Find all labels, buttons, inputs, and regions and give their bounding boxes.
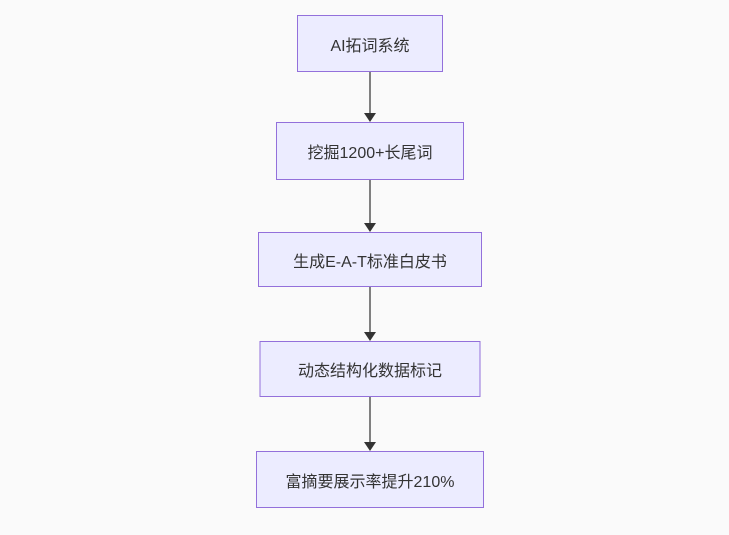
arrow-down-icon bbox=[364, 287, 376, 341]
flow-node-label: 生成E-A-T标准白皮书 bbox=[293, 253, 447, 271]
flow-node-label: 挖掘1200+长尾词 bbox=[307, 145, 433, 162]
arrow-line bbox=[369, 180, 371, 223]
arrow-down-icon bbox=[364, 397, 376, 451]
flow-node-eat-whitepaper: 生成E-A-T标准白皮书 bbox=[258, 232, 482, 287]
arrowhead-icon bbox=[364, 332, 376, 341]
flow-node-label: 动态结构化数据标记 bbox=[297, 363, 442, 380]
flow-node-structured-data-markup: 动态结构化数据标记 bbox=[259, 341, 481, 397]
arrow-line bbox=[369, 287, 371, 332]
arrowhead-icon bbox=[364, 442, 376, 451]
flow-node-rich-snippet-result: 富摘要展示率提升210% bbox=[256, 451, 484, 508]
flow-node-label: AI拓词系统 bbox=[330, 37, 410, 55]
arrow-down-icon bbox=[364, 180, 376, 232]
arrow-line bbox=[369, 72, 371, 113]
arrowhead-icon bbox=[364, 223, 376, 232]
flow-node-ai-word-system: AI拓词系统 bbox=[297, 15, 443, 72]
arrow-down-icon bbox=[364, 72, 376, 122]
flow-node-longtail-mining: 挖掘1200+长尾词 bbox=[276, 122, 464, 180]
arrow-line bbox=[369, 397, 371, 442]
flow-node-label: 富摘要展示率提升210% bbox=[285, 473, 455, 491]
arrowhead-icon bbox=[364, 113, 376, 122]
